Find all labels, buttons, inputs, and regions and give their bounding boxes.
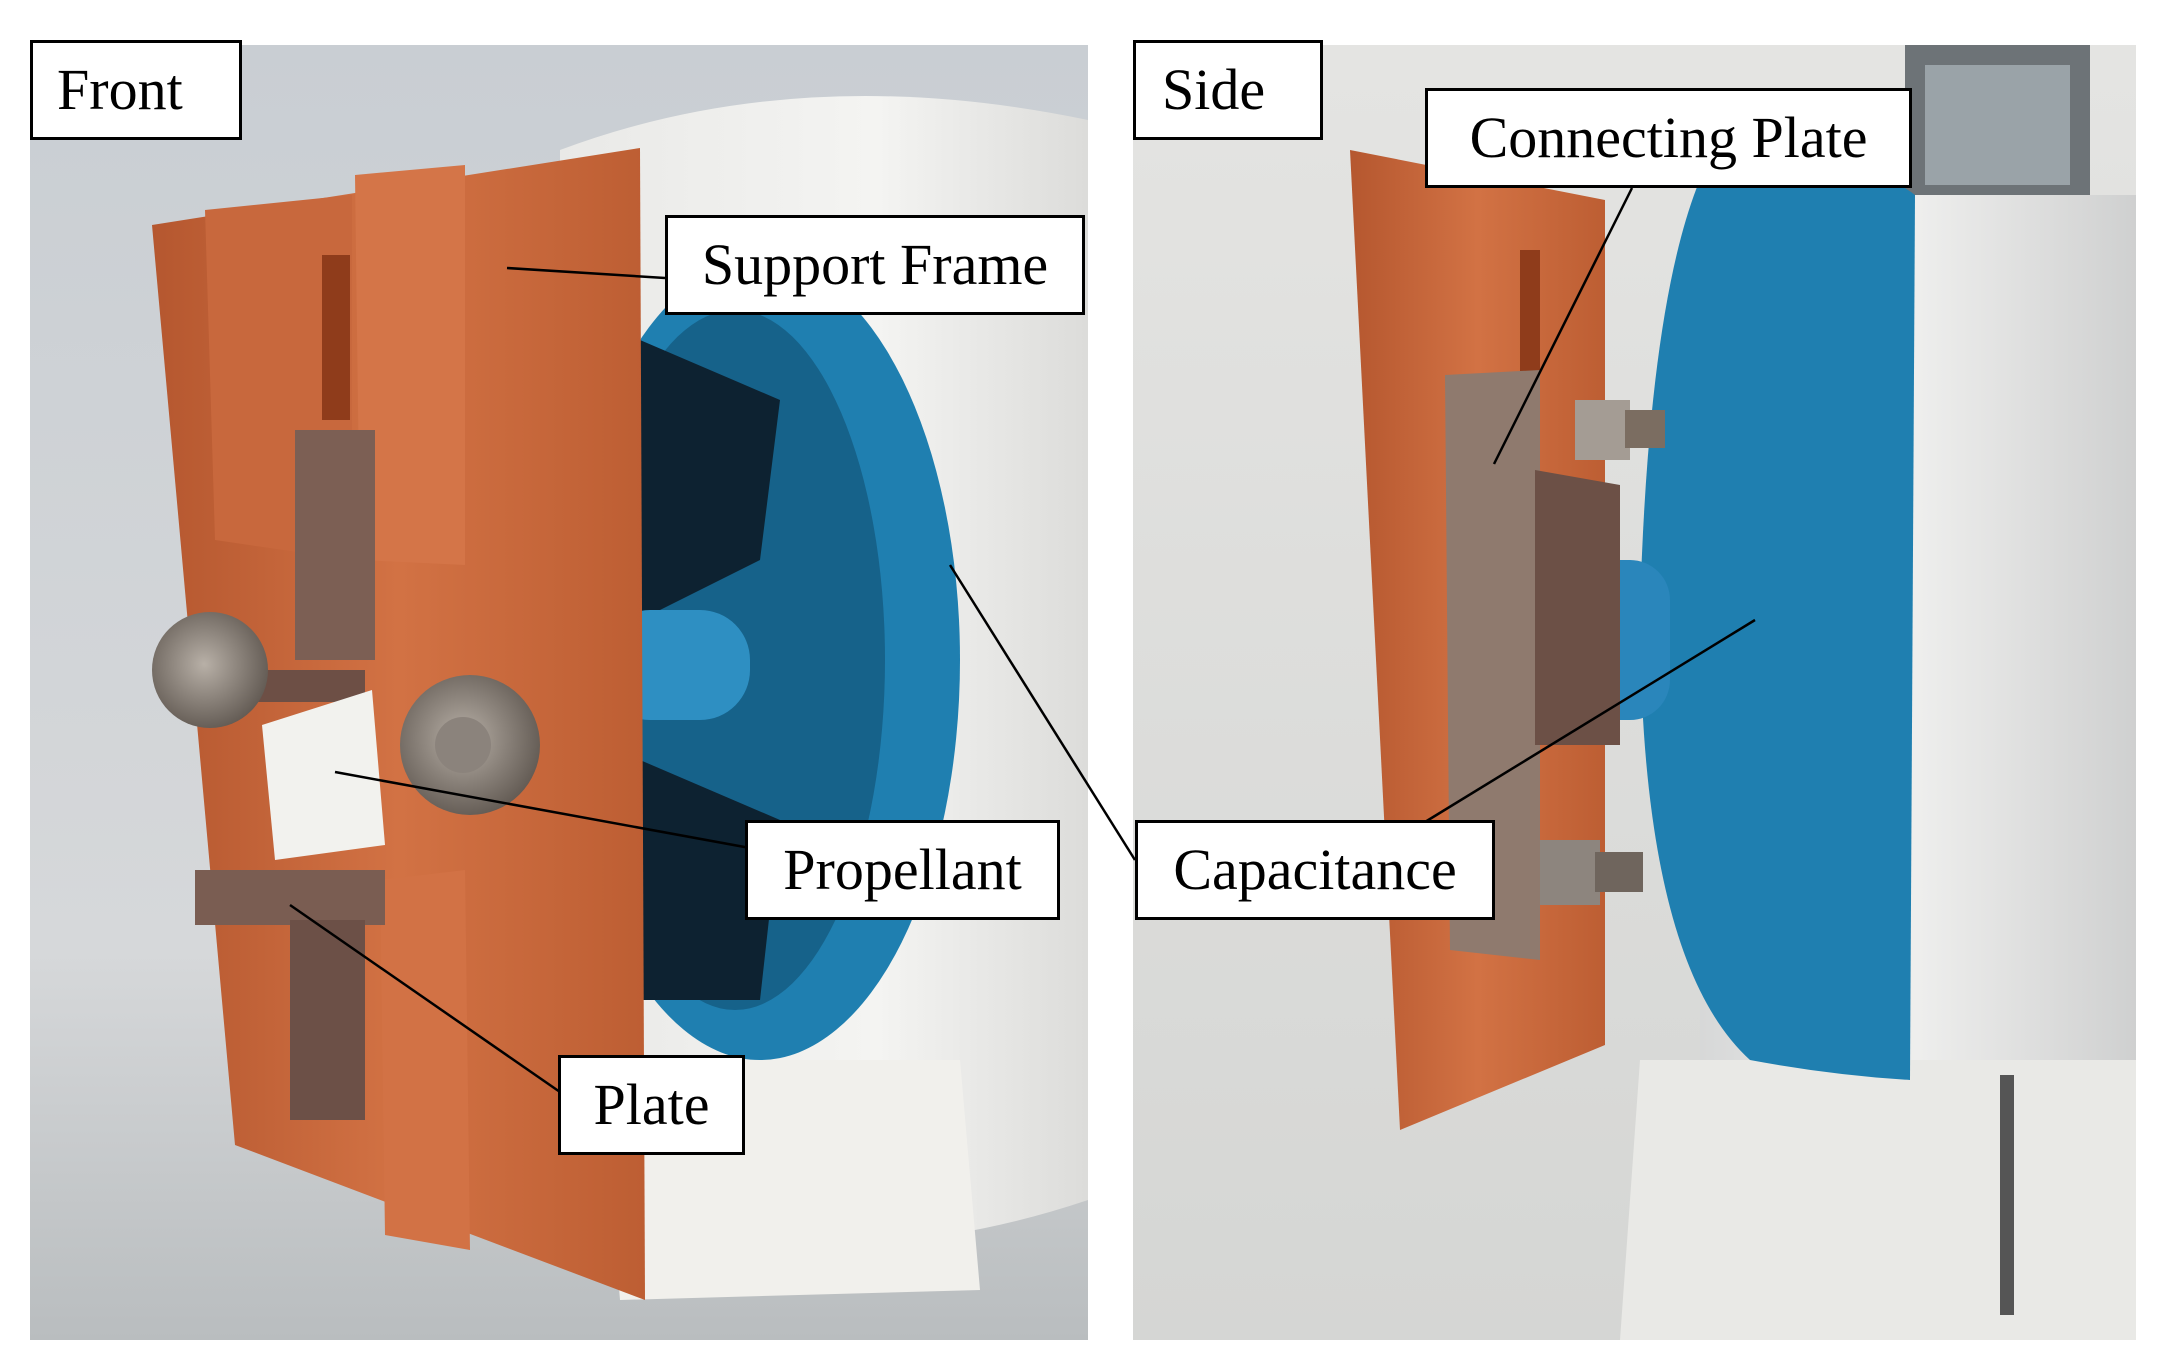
front-title-label: Front: [30, 40, 242, 140]
side-title-label: Side: [1133, 40, 1323, 140]
support-frame-label: Support Frame: [665, 215, 1085, 315]
front-right-nut-bolt: [435, 717, 491, 773]
plate-label: Plate: [558, 1055, 745, 1155]
side-base-slot: [2000, 1075, 2014, 1315]
front-frame-raised-mid: [355, 165, 465, 565]
propellant-leader: [334, 770, 751, 850]
side-window-pane: [1925, 65, 2070, 185]
side-top-nut: [1575, 400, 1630, 460]
connecting-plate-label: Connecting Plate: [1425, 88, 1912, 188]
front-lower-plate: [195, 870, 385, 925]
capacitance-leader-front: [948, 564, 1137, 861]
front-lower-plate-stem: [290, 920, 365, 1120]
front-upper-plate: [295, 430, 375, 660]
front-left-nut: [152, 612, 268, 728]
side-bottom-nut: [1540, 840, 1600, 905]
side-top-bolt: [1625, 410, 1665, 448]
side-capacitor-disc: [1640, 140, 1915, 1080]
front-propellant-block: [262, 690, 385, 860]
side-bottom-bolt: [1595, 852, 1643, 892]
front-frame-raised-lower: [380, 870, 470, 1250]
support-frame-leader: [506, 266, 666, 280]
side-connecting-plate-lower: [1535, 470, 1620, 745]
front-frame-slot: [322, 255, 350, 420]
capacitance-label: Capacitance: [1135, 820, 1495, 920]
leader-lines: [289, 187, 1756, 1094]
front-capacitor-shadow: [640, 340, 780, 620]
connecting-plate-leader: [1492, 187, 1634, 465]
side-base-block: [1620, 1060, 2136, 1340]
propellant-label: Propellant: [745, 820, 1060, 920]
plate-leader: [289, 903, 561, 1094]
side-connecting-plate: [1445, 370, 1540, 960]
capacitance-leader-side: [1424, 618, 1756, 824]
